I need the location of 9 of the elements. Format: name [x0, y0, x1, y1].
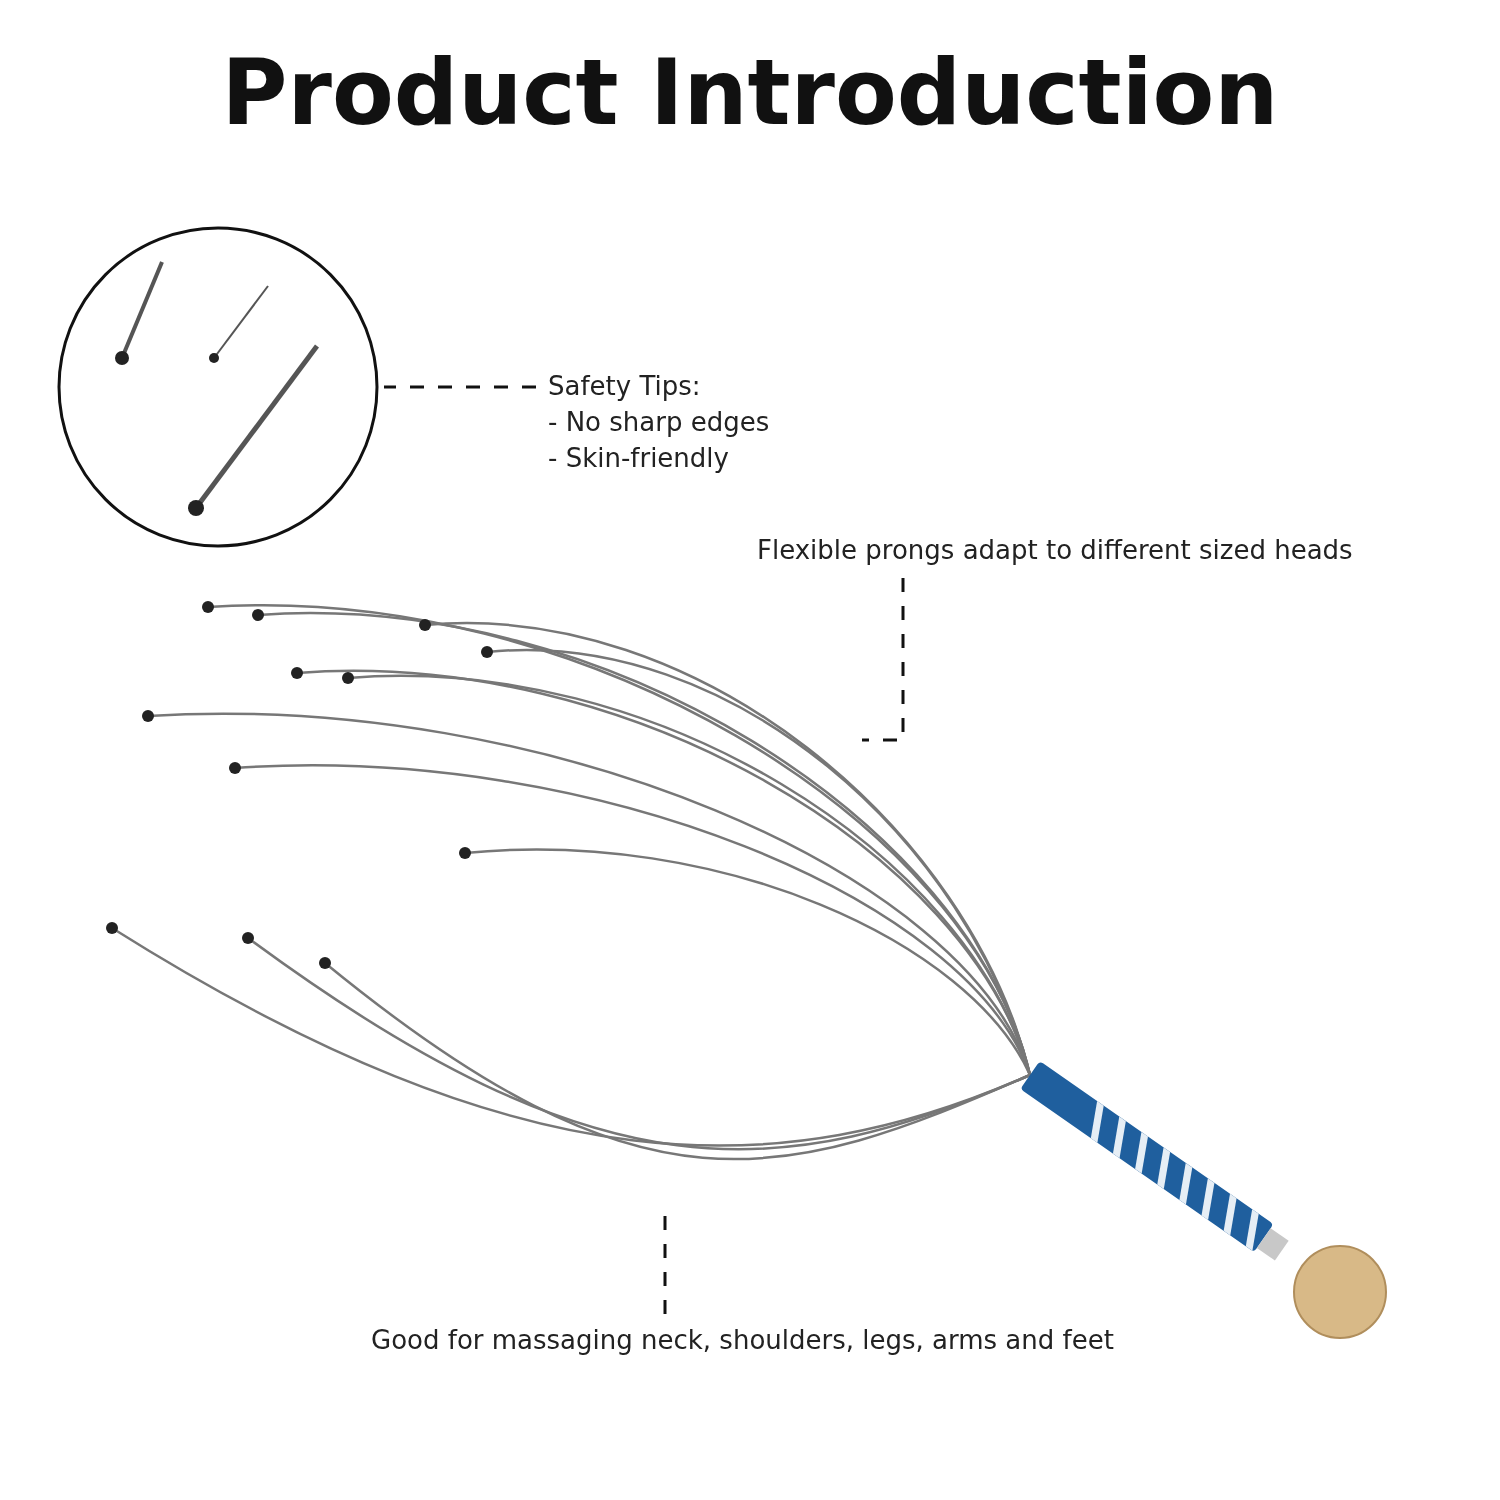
- safety-tips-text: - No sharp edges: [548, 406, 770, 439]
- leader-line: [663, 1214, 667, 1314]
- title: Product Introduction: [221, 40, 1279, 145]
- safety-tips-text: - Skin-friendly: [548, 442, 730, 475]
- safety-tips-text: Safety Tips:: [548, 370, 702, 403]
- callout-text: Good for massaging neck, shoulders, legs, arms and feet: [371, 1324, 1114, 1357]
- leader-line: [862, 578, 905, 742]
- leader-line: [384, 385, 536, 389]
- callout-text: Flexible prongs adapt to different sized heads: [757, 534, 1353, 567]
